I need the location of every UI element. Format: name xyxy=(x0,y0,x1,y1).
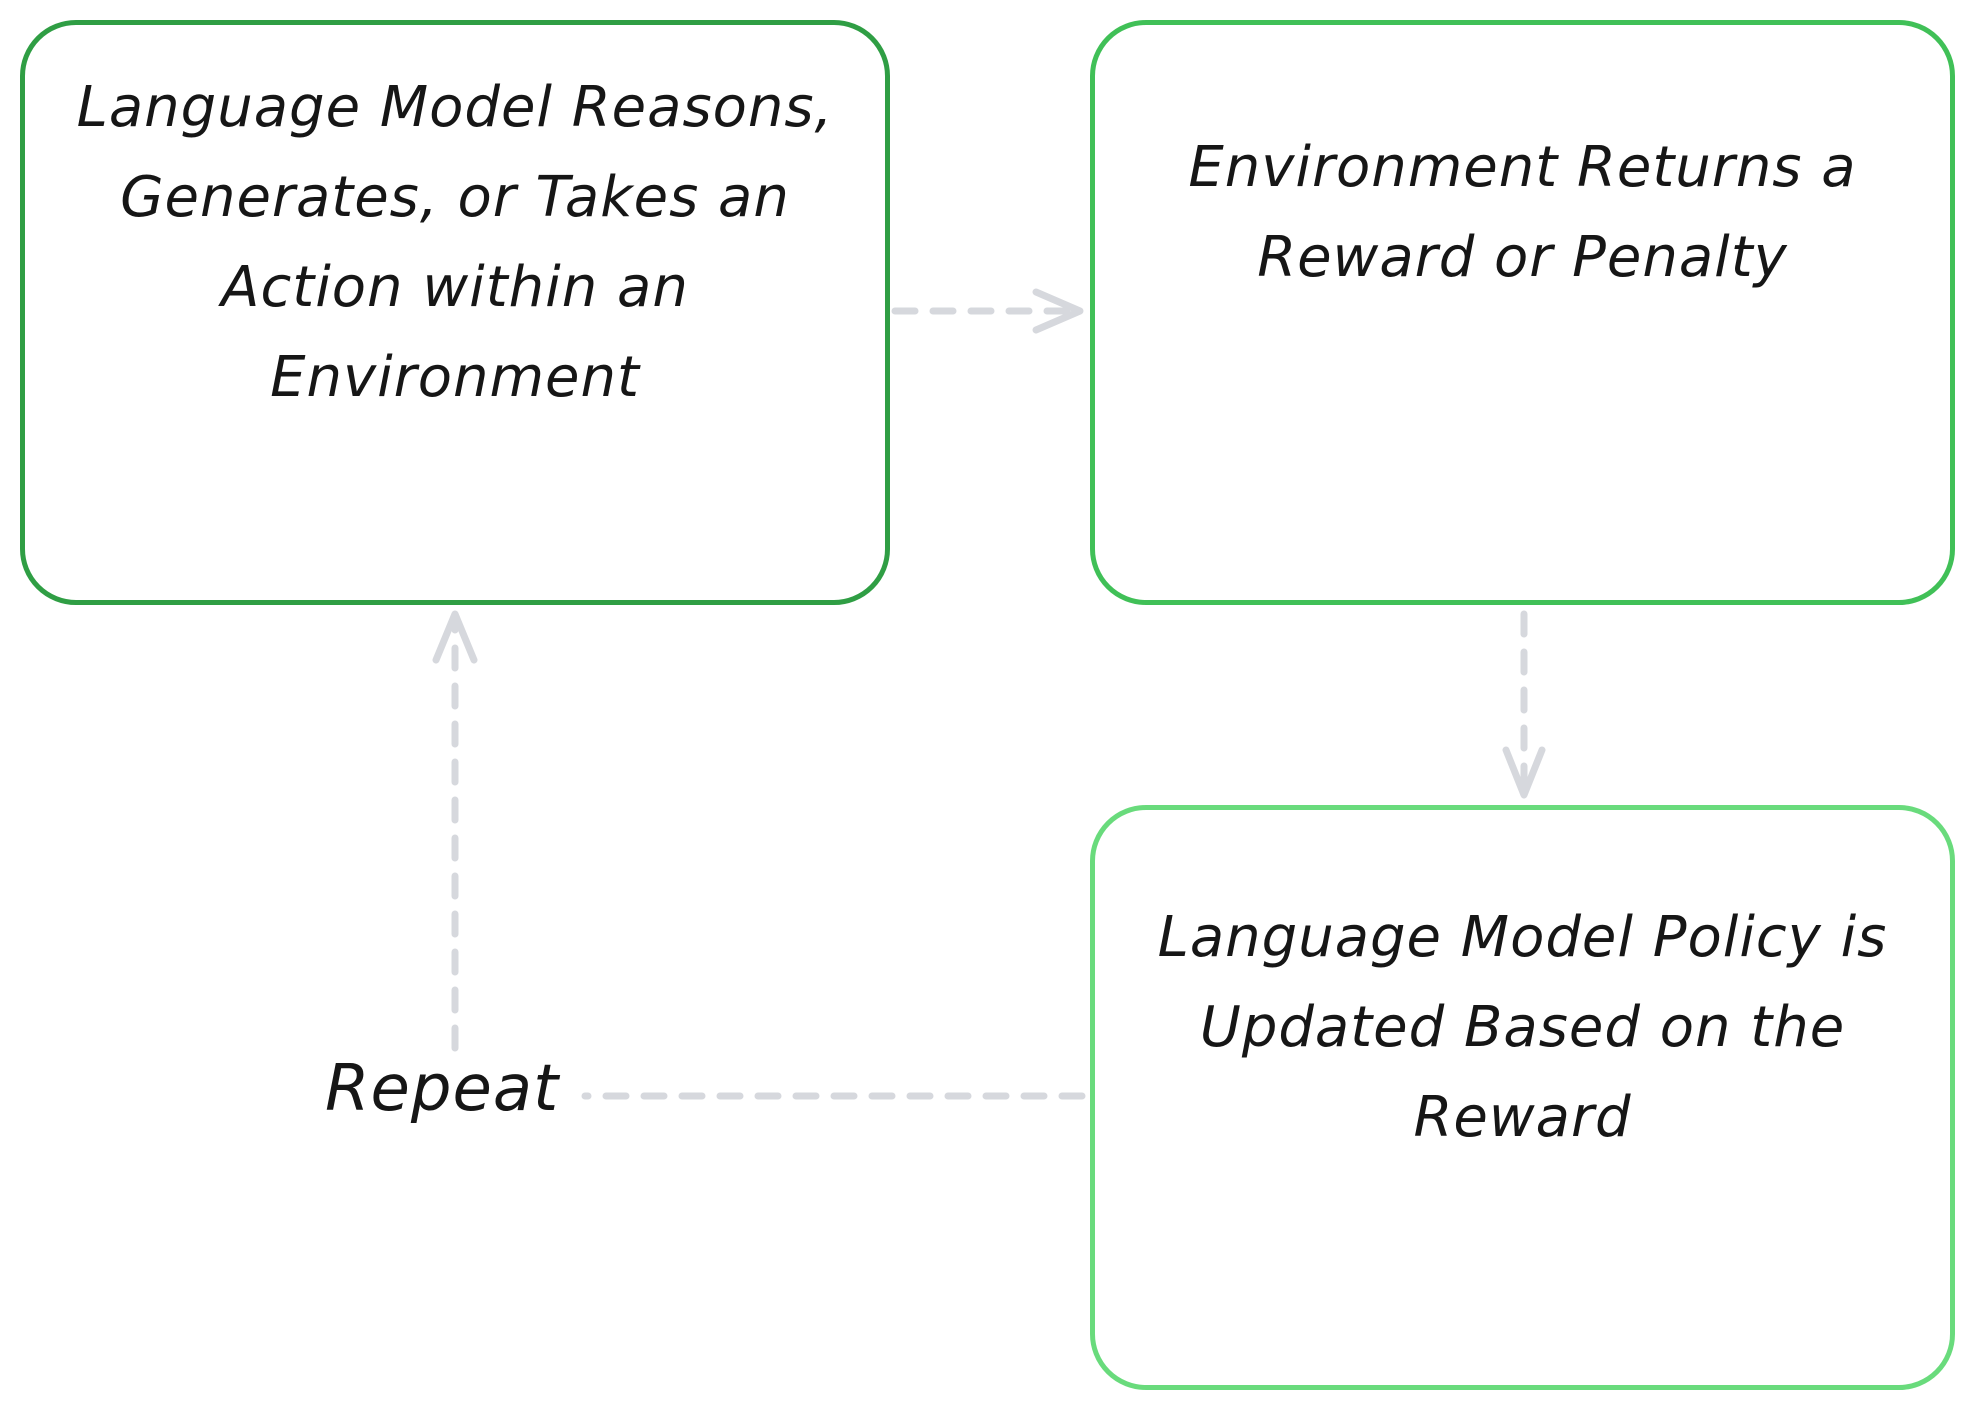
reward-node-label: Environment Returns a Reward or Penalty xyxy=(1188,134,1857,290)
arrowhead-to-update xyxy=(1502,746,1546,799)
reward-node: Environment Returns a Reward or Penalty xyxy=(1090,20,1955,605)
policy-update-node-label: Language Model Policy is Updated Based o… xyxy=(1157,904,1888,1150)
arrowhead-to-reward xyxy=(1032,288,1084,334)
action-node-label: Language Model Reasons, Generates, or Ta… xyxy=(76,74,834,410)
arrowhead-to-action xyxy=(432,610,478,664)
repeat-label: Repeat xyxy=(325,1052,560,1126)
action-node: Language Model Reasons, Generates, or Ta… xyxy=(20,20,890,605)
policy-update-node: Language Model Policy is Updated Based o… xyxy=(1090,805,1955,1390)
